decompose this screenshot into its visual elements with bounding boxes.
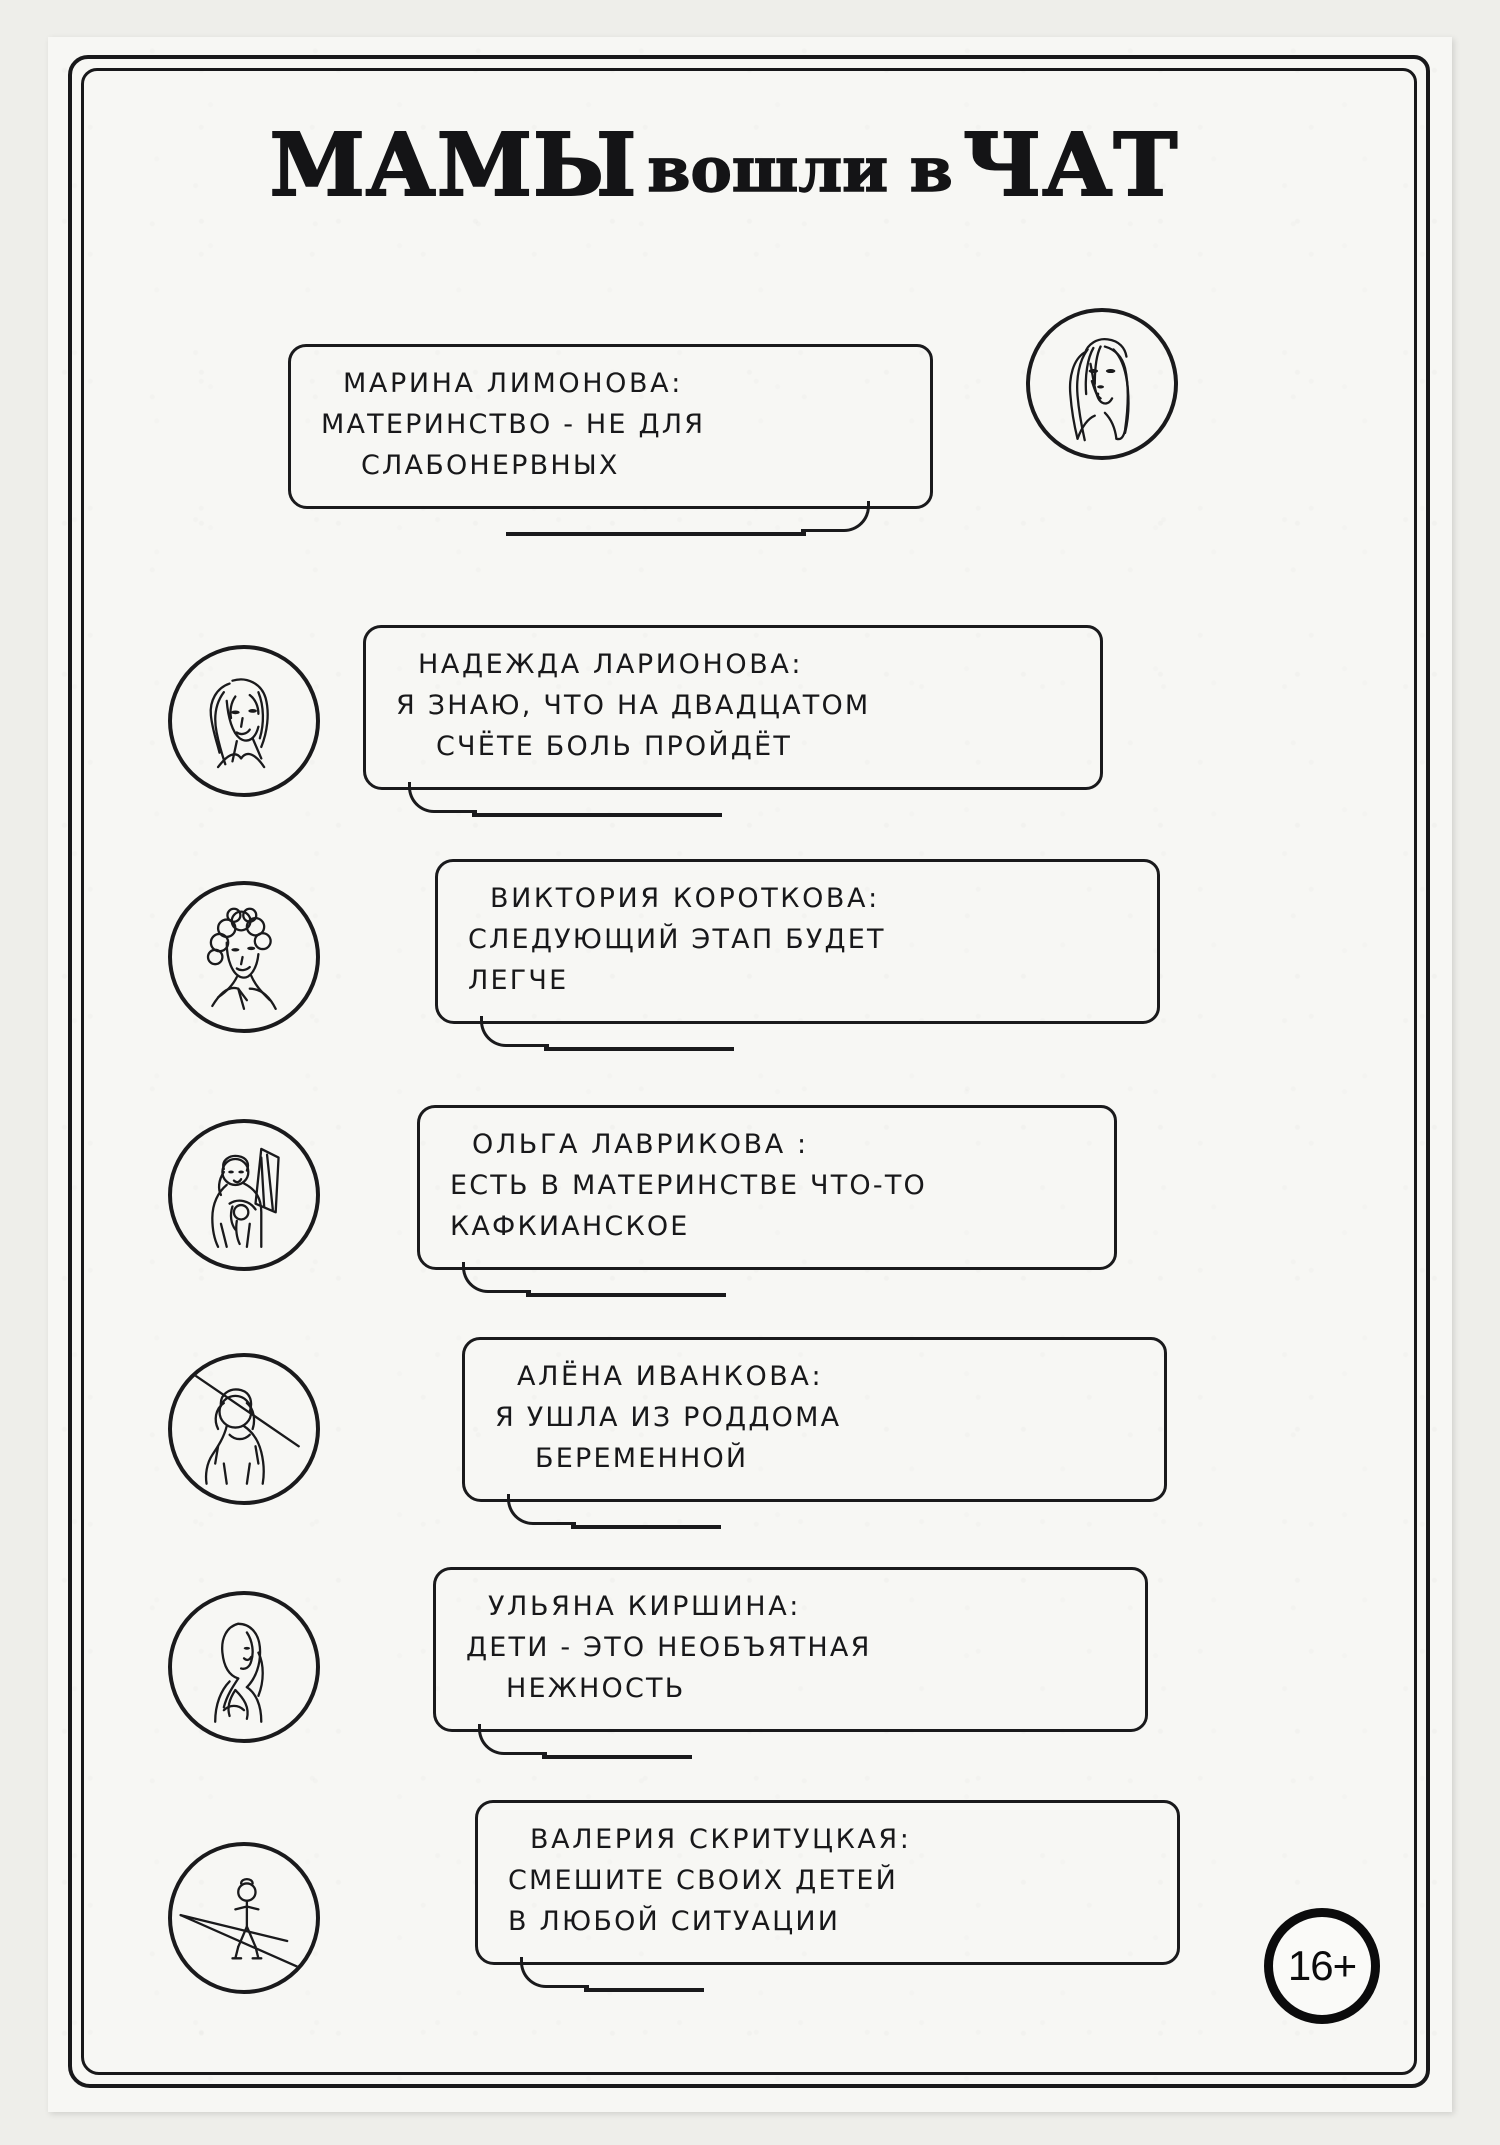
avatar-viktoriya-korotkova[interactable]: [168, 881, 320, 1033]
message-line: СМЕШИТЕ СВОИХ ДЕТЕЙ: [508, 1865, 899, 1897]
message-line: ЕСТЬ В МАТЕРИНСТВЕ ЧТО-ТО: [450, 1170, 927, 1202]
sender-name: АЛЁНА ИВАНКОВА:: [517, 1361, 824, 1392]
message-line: МАТЕРИНСТВО - НЕ ДЛЯ: [321, 409, 706, 441]
message-line: СЧЁТЕ БОЛЬ ПРОЙДЁТ: [436, 731, 793, 763]
avatar-olga-lavrikova[interactable]: [168, 1119, 320, 1271]
sender-name: ОЛЬГА ЛАВРИКОВА :: [472, 1129, 809, 1160]
message-line: СЛЕДУЮЩИЙ ЭТАП БУДЕТ: [468, 924, 886, 956]
bubble-tail: [507, 1494, 576, 1526]
sender-name: МАРИНА ЛИМОНОВА:: [343, 368, 683, 399]
chat-row-viktoriya-korotkova: ВИКТОРИЯ КОРОТКОВА: СЛЕДУЮЩИЙ ЭТАП БУДЕТ…: [168, 859, 1160, 1051]
message-line: Я УШЛА ИЗ РОДДОМА: [495, 1402, 842, 1434]
portrait-long-hair-icon: [1068, 338, 1130, 442]
message-line: ЛЕГЧЕ: [468, 965, 569, 997]
bubble-tail-line: [506, 532, 806, 536]
avatar-valeriya-skrituckaya[interactable]: [168, 1842, 320, 1994]
chat-bubble-nadezhda-larionova[interactable]: НАДЕЖДА ЛАРИОНОВА: Я ЗНАЮ, ЧТО НА ДВАДЦА…: [363, 625, 1103, 817]
message-line: Я ЗНАЮ, ЧТО НА ДВАДЦАТОМ: [396, 690, 871, 722]
message-line: В ЛЮБОЙ СИТУАЦИИ: [508, 1906, 841, 1938]
message-line: СЛАБОНЕРВНЫХ: [361, 450, 620, 482]
avatar-marina-limonova[interactable]: [1026, 308, 1178, 460]
portrait-wavy-hair-icon: [209, 678, 269, 769]
bubble-tail: [478, 1724, 547, 1756]
title-word-voshli-v: вошли в: [647, 132, 954, 206]
bubble-tail-line: [472, 813, 722, 817]
chat-row-alena-ivankova: АЛЁНА ИВАНКОВА: Я УШЛА ИЗ РОДДОМА БЕРЕМЕ…: [168, 1337, 1167, 1529]
sender-name: ВИКТОРИЯ КОРОТКОВА:: [490, 883, 880, 914]
chat-bubble-olga-lavrikova[interactable]: ОЛЬГА ЛАВРИКОВА : ЕСТЬ В МАТЕРИНСТВЕ ЧТО…: [417, 1105, 1117, 1297]
age-rating-label: 16+: [1287, 1942, 1357, 1989]
decorative-frame-inner: [81, 68, 1417, 2075]
sender-name: УЛЬЯНА КИРШИНА:: [488, 1591, 801, 1622]
chat-bubble-viktoriya-korotkova[interactable]: ВИКТОРИЯ КОРОТКОВА: СЛЕДУЮЩИЙ ЭТАП БУДЕТ…: [435, 859, 1160, 1051]
portrait-woman-diagonal-line-icon: [188, 1370, 300, 1485]
message-line: НЕЖНОСТЬ: [506, 1673, 686, 1705]
title-word-mamy: МАМЫ: [269, 114, 638, 217]
bubble-tail: [520, 1957, 589, 1989]
avatar-alena-ivankova[interactable]: [168, 1353, 320, 1505]
chat-bubble-marina-limonova[interactable]: МАРИНА ЛИМОНОВА: МАТЕРИНСТВО - НЕ ДЛЯ СЛ…: [288, 344, 933, 536]
chat-bubble-valeriya-skrituckaya[interactable]: ВАЛЕРИЯ СКРИТУЦКАЯ: СМЕШИТЕ СВОИХ ДЕТЕЙ …: [475, 1800, 1180, 1992]
message-line: КАФКИАНСКОЕ: [450, 1211, 690, 1243]
bubble-tail-line: [544, 1047, 734, 1051]
portrait-mother-with-baby-icon: [211, 1147, 280, 1248]
bubble-tail-line: [584, 1988, 704, 1992]
message-line: БЕРЕМЕННОЙ: [535, 1443, 749, 1475]
avatar-ulyana-kirshina[interactable]: [168, 1591, 320, 1743]
avatar-nadezhda-larionova[interactable]: [168, 645, 320, 797]
sender-name: НАДЕЖДА ЛАРИОНОВА:: [418, 649, 804, 680]
chat-row-nadezhda-larionova: НАДЕЖДА ЛАРИОНОВА: Я ЗНАЮ, ЧТО НА ДВАДЦА…: [168, 625, 1103, 817]
chat-row-olga-lavrikova: ОЛЬГА ЛАВРИКОВА : ЕСТЬ В МАТЕРИНСТВЕ ЧТО…: [168, 1105, 1117, 1297]
chat-bubble-alena-ivankova[interactable]: АЛЁНА ИВАНКОВА: Я УШЛА ИЗ РОДДОМА БЕРЕМЕ…: [462, 1337, 1167, 1529]
bubble-tail-line: [571, 1525, 721, 1529]
chat-row-marina-limonova: МАРИНА ЛИМОНОВА: МАТЕРИНСТВО - НЕ ДЛЯ СЛ…: [288, 308, 1178, 536]
chat-row-ulyana-kirshina: УЛЬЯНА КИРШИНА: ДЕТИ - ЭТО НЕОБЪЯТНАЯ НЕ…: [168, 1567, 1148, 1759]
portrait-woman-profile-icon: [214, 1622, 264, 1723]
portrait-person-on-rope-icon: [179, 1877, 306, 1971]
decorative-frame-outer: [68, 55, 1430, 2088]
age-rating-badge: 16+: [1264, 1908, 1380, 2024]
bubble-tail: [408, 782, 477, 814]
chat-bubble-ulyana-kirshina[interactable]: УЛЬЯНА КИРШИНА: ДЕТИ - ЭТО НЕОБЪЯТНАЯ НЕ…: [433, 1567, 1148, 1759]
sender-name: ВАЛЕРИЯ СКРИТУЦКАЯ:: [530, 1824, 912, 1855]
message-line: ДЕТИ - ЭТО НЕОБЪЯТНАЯ: [466, 1632, 872, 1664]
bubble-tail: [480, 1016, 549, 1048]
bubble-tail-line: [542, 1755, 692, 1759]
title-word-chat: ЧАТ: [962, 114, 1179, 217]
bubble-tail: [462, 1262, 531, 1294]
portrait-curly-hair-icon: [206, 907, 277, 1010]
bubble-tail-line: [526, 1293, 726, 1297]
chat-row-valeriya-skrituckaya: ВАЛЕРИЯ СКРИТУЦКАЯ: СМЕШИТЕ СВОИХ ДЕТЕЙ …: [168, 1800, 1180, 1994]
